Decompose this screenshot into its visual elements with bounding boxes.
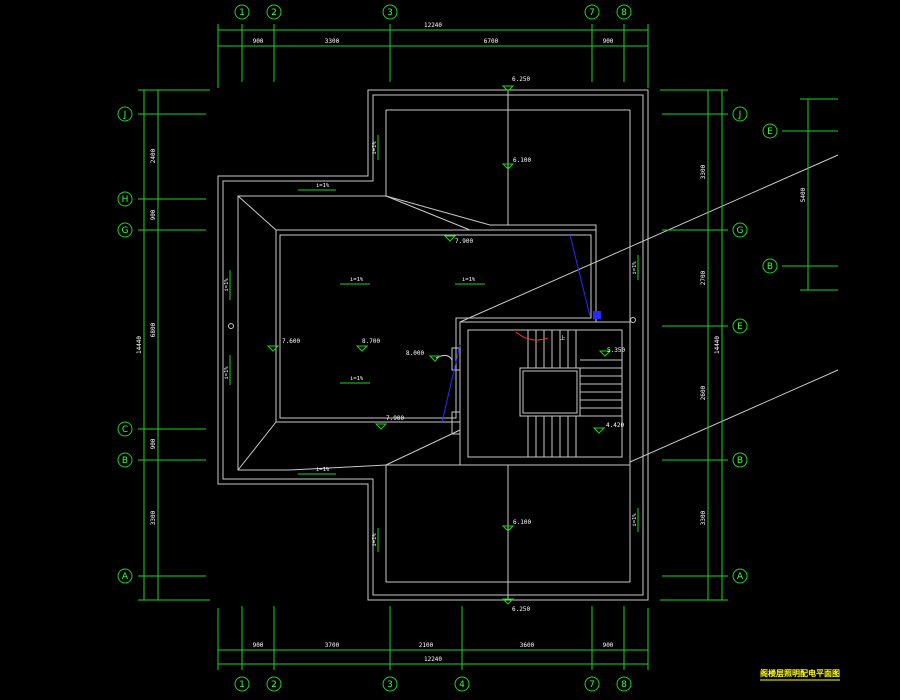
axis-label: 1 (239, 680, 245, 690)
axis-label: 4 (459, 680, 465, 690)
axis-label: 8 (621, 680, 627, 690)
slope-label: i=1% (350, 376, 364, 382)
slope-label: i=1% (632, 261, 638, 275)
axis-label: B (122, 456, 128, 466)
dim-inset: 5400 (800, 187, 807, 202)
slope-label: i=1% (224, 278, 230, 292)
axis-label: E (737, 322, 743, 332)
stair-treads (527, 330, 622, 457)
axis-label: 2 (271, 8, 277, 18)
dim-left-seg: 2400 (150, 148, 157, 163)
elevation-label: 7.900 (386, 415, 404, 422)
axis-label: 7 (589, 680, 595, 690)
slope-label: i=1% (224, 366, 230, 380)
dim-bottom-seg: 900 (603, 642, 614, 649)
axis-label: H (122, 195, 129, 205)
dim-left-seg: 6800 (150, 322, 157, 337)
elevation-label: 6.250 (512, 76, 530, 83)
dim-bottom-seg: 2100 (419, 642, 434, 649)
slope-label: i=1% (372, 533, 378, 547)
elevation-label: 6.100 (513, 519, 531, 526)
dim-right-seg: 2600 (700, 385, 707, 400)
dim-left-seg: 900 (150, 438, 157, 449)
axis-markers-top: 1 2 3 7 8 (234, 4, 632, 20)
dim-top-seg: 900 (603, 38, 614, 45)
axis-label: 3 (387, 8, 393, 18)
slope-label: i=1% (316, 467, 330, 473)
drawing-title: 阁楼层照明配电平面图 (760, 668, 840, 678)
dim-bottom-seg: 3600 (520, 642, 535, 649)
slope-label: i=1% (372, 141, 378, 155)
elevation-label: 4.420 (606, 422, 624, 429)
axis-markers-right: J G E B A E B (732, 106, 778, 584)
elevation-markers: 6.250 6.100 7.900 7.900 7.600 8.700 8.00… (266, 76, 625, 613)
dim-left-total: 14440 (136, 336, 143, 354)
dim-right-seg: 2700 (700, 270, 707, 285)
building-outline (217, 89, 649, 601)
axis-markers-bottom: 1 2 3 4 7 8 (234, 676, 632, 692)
dim-top-seg: 3300 (325, 38, 340, 45)
axis-label: 8 (621, 8, 627, 18)
axis-label: E (767, 127, 773, 137)
slope-label: i=1% (632, 513, 638, 527)
axis-label: J (738, 110, 742, 120)
dim-top-seg: 6700 (484, 38, 499, 45)
stair-up-label: 上 (560, 334, 566, 342)
elevation-label: 8.000 (406, 350, 424, 357)
dim-bottom-total: 12240 (424, 656, 442, 663)
elevation-label: 7.600 (282, 338, 300, 345)
dimension-lines (138, 24, 838, 670)
slope-label: i=1% (462, 277, 476, 283)
axis-label: A (737, 572, 744, 582)
axis-label: 3 (387, 680, 393, 690)
slope-arrows: i=1% i=1% i=1% i=1% i=1% i=1% i=1% i=1% … (224, 135, 639, 552)
slope-label: i=1% (316, 183, 330, 189)
dim-left-seg: 900 (150, 209, 157, 220)
elevation-label: 8.700 (362, 338, 380, 345)
dim-bottom-seg: 900 (253, 642, 264, 649)
axis-label: G (122, 226, 129, 236)
dim-left-seg: 3300 (150, 510, 157, 525)
dim-top-total: 12240 (424, 22, 442, 29)
wiring-lines (441, 234, 601, 423)
dim-right-total: 14440 (714, 336, 721, 354)
dim-right-seg: 3300 (700, 164, 707, 179)
elevation-label: 7.900 (455, 238, 473, 245)
axis-label: A (122, 572, 129, 582)
axis-label: J (123, 110, 127, 120)
drain-symbols (228, 317, 636, 329)
axis-markers-left: J H G C B A (117, 106, 133, 584)
elevation-label: 5.350 (607, 347, 625, 354)
axis-label: B (737, 456, 743, 466)
axis-label: G (737, 226, 744, 236)
axis-label: 7 (589, 8, 595, 18)
dim-top-seg: 900 (253, 38, 264, 45)
dim-right-seg: 3300 (700, 510, 707, 525)
axis-label: B (767, 262, 773, 272)
elevation-label: 6.100 (513, 157, 531, 164)
axis-label: 2 (271, 680, 277, 690)
dimension-texts: 12240 900 3300 6700 900 900 3700 2100 36… (136, 22, 807, 663)
dim-bottom-seg: 3700 (325, 642, 340, 649)
section-lines (459, 154, 839, 463)
axis-label: 1 (239, 8, 245, 18)
elevation-label: 6.250 (512, 606, 530, 613)
slope-label: i=1% (350, 277, 364, 283)
axis-label: C (122, 425, 128, 435)
